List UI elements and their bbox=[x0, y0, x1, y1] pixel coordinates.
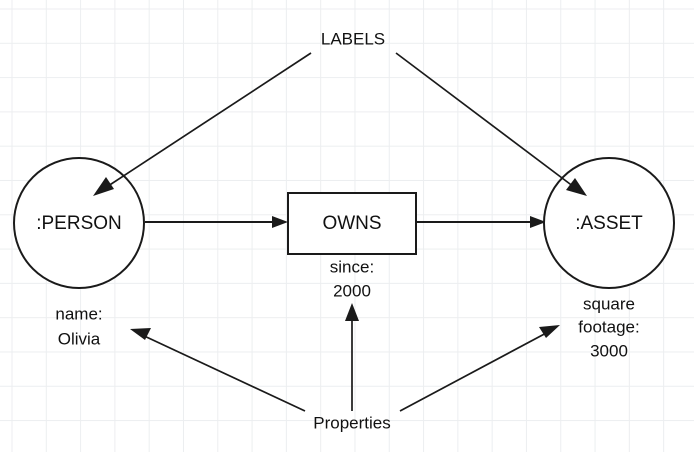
annotation-properties-text: Properties bbox=[313, 413, 390, 432]
annotation-arrow-labels-to-asset-arrowhead bbox=[566, 178, 587, 196]
property-person-value: Olivia bbox=[58, 329, 101, 348]
relationship-owns-asset-arrowhead bbox=[530, 216, 546, 228]
annotation-arrow-properties-to-asset-property-arrowhead bbox=[539, 325, 560, 338]
annotation-arrow-properties-to-owns-property bbox=[345, 303, 359, 411]
annotation-arrow-labels-to-person-line bbox=[101, 52, 312, 191]
annotation-labels-text: LABELS bbox=[321, 29, 385, 48]
node-person-circle[interactable] bbox=[13, 157, 145, 289]
annotation-arrow-labels-to-asset-line bbox=[395, 52, 579, 191]
annotation-arrow-properties-to-owns-property-arrowhead bbox=[345, 303, 359, 321]
node-owns-rect[interactable] bbox=[287, 192, 417, 255]
annotation-arrow-properties-to-person-property bbox=[130, 328, 306, 412]
property-asset-key-line1: square bbox=[583, 294, 635, 313]
node-owns-label: OWNS bbox=[322, 213, 381, 234]
node-person-label: :PERSON bbox=[36, 213, 122, 234]
property-asset-key-line2: footage: bbox=[578, 317, 639, 336]
annotation-arrow-properties-to-asset-property-line bbox=[399, 330, 551, 412]
node-asset-label: :ASSET bbox=[575, 213, 643, 234]
annotation-arrow-labels-to-person bbox=[93, 52, 312, 196]
property-owns-key: since: bbox=[330, 257, 374, 276]
relationship-person-owns-arrowhead bbox=[272, 216, 288, 228]
property-asset-value: 3000 bbox=[590, 341, 628, 360]
annotation-arrow-properties-to-person-property-arrowhead bbox=[130, 328, 151, 340]
annotation-arrow-properties-to-person-property-line bbox=[139, 333, 306, 412]
property-person: name: Olivia bbox=[55, 304, 102, 348]
property-person-key: name: bbox=[55, 304, 102, 323]
relationship-owns-asset[interactable] bbox=[416, 216, 546, 228]
property-owns-value: 2000 bbox=[333, 281, 371, 300]
property-asset: square footage: 3000 bbox=[578, 294, 639, 360]
property-owns: since: 2000 bbox=[330, 257, 374, 300]
annotation-arrow-properties-to-asset-property bbox=[399, 325, 560, 412]
annotation-arrow-labels-to-asset bbox=[395, 52, 587, 196]
relationship-person-owns[interactable] bbox=[145, 216, 288, 228]
annotation-arrow-labels-to-person-arrowhead bbox=[93, 177, 114, 196]
